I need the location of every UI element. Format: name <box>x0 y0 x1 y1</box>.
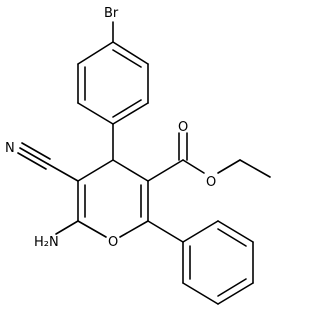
bond-ph-inner2 <box>217 278 247 297</box>
structure-diagram: Br N H₂N O O O <box>5 6 271 305</box>
bond-ch2-ch3 <box>239 159 271 178</box>
label-nitrile-n: N <box>5 141 15 156</box>
phenyl-ring <box>147 220 254 305</box>
nitrile-group <box>17 142 79 182</box>
bond-ar4 <box>77 102 114 125</box>
bond-c2-ph <box>147 220 184 243</box>
bond-cn-2 <box>19 147 49 165</box>
bond-c-oeth <box>182 159 205 174</box>
bond-ph-inner1 <box>217 228 247 247</box>
bond-c3-cester <box>147 159 184 182</box>
pyran-ring <box>77 159 149 238</box>
ester-group <box>147 132 271 182</box>
bond-ph4 <box>217 282 254 305</box>
bond-oeth-ch2 <box>217 159 241 174</box>
bond-cn-1 <box>47 163 79 182</box>
bond-c4-c3 <box>112 159 149 182</box>
label-bromine: Br <box>104 6 119 21</box>
label-ester-ether-o: O <box>206 175 216 190</box>
bond-ph2 <box>217 220 254 243</box>
bond-c6-nh2 <box>55 220 79 235</box>
bond-ar-inner2 <box>112 99 142 118</box>
label-ring-oxygen: O <box>108 235 118 250</box>
bond-o1-c6 <box>77 220 107 238</box>
bond-ar1 <box>112 41 149 65</box>
bond-ph5 <box>182 282 219 305</box>
bond-cn-3 <box>21 142 51 160</box>
label-amine: H₂N <box>34 235 59 250</box>
bond-ph1 <box>182 220 219 243</box>
molecule-drawing: Br N H₂N O O O <box>5 6 271 305</box>
bond-c5-c4 <box>77 159 114 182</box>
bond-ar-inner1 <box>112 49 142 68</box>
bond-c2-o1 <box>119 220 149 238</box>
bond-ar3 <box>112 102 149 125</box>
label-ester-carbonyl-o: O <box>178 120 188 135</box>
bond-cn-4 <box>17 152 47 170</box>
bromophenyl-ring <box>77 21 149 125</box>
bond-ar6 <box>77 41 114 65</box>
